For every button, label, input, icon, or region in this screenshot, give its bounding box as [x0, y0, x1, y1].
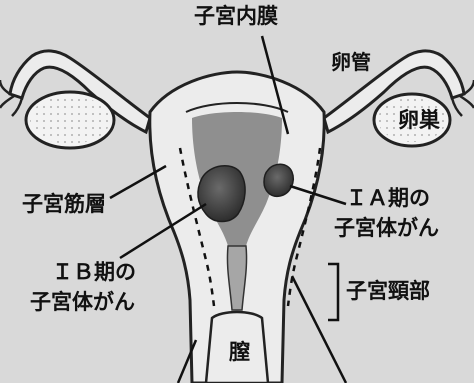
stage-1b-label: ＩＢ期の: [52, 262, 136, 283]
cervical-canal: [227, 246, 246, 310]
left-ovary-texture: [30, 96, 110, 144]
myometrium-label: 子宮筋層: [22, 194, 106, 215]
ovary-label: 卵巣: [398, 110, 440, 131]
fallopian-tube-label: 卵管: [331, 52, 371, 72]
endometrium-label: 子宮内膜: [194, 6, 278, 27]
stage-1a-tumor: [264, 164, 293, 196]
stage-1b-tumor: [198, 166, 245, 222]
stage-1a-label-line2: 子宮体がん: [334, 218, 439, 239]
vagina-label: 膣: [229, 342, 250, 363]
stage-1b-label-line2: 子宮体がん: [30, 292, 135, 313]
cervix-label: 子宮頸部: [346, 281, 430, 302]
cervix-bracket: [328, 264, 338, 320]
stage-1a-label: ＩＡ期の: [346, 188, 430, 209]
